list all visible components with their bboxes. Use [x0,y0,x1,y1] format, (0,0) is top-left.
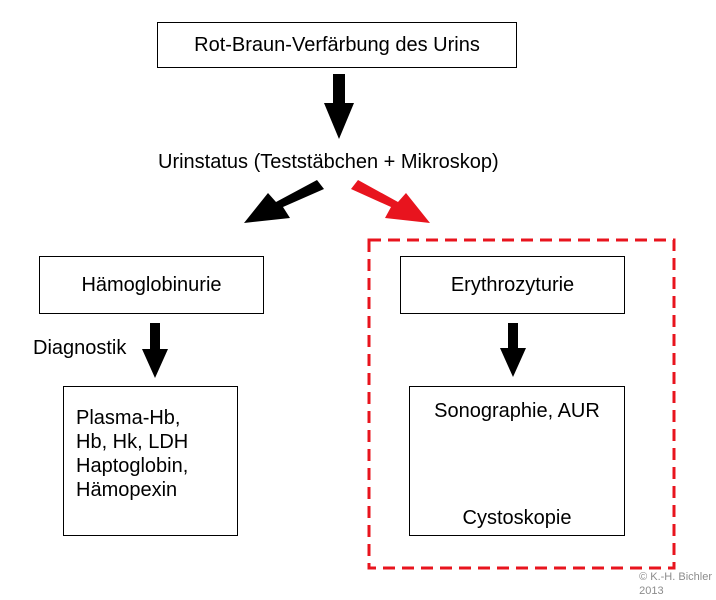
highlight-dashed-frame [367,238,676,570]
details-line-4: Hämopexin [76,479,178,501]
arrow-diagonal-right [351,180,430,223]
top-box: Rot-Braun-Verfärbung des Urins [157,22,517,68]
cystoskopie-label: Cystoskopie [462,507,572,529]
arrow-down-left [142,323,168,378]
erythrozyturie-label: Erythrozyturie [450,274,575,296]
copyright-note: © K.-H. Bichler 2013 [639,570,712,598]
urinstatus-label: Urinstatus (Teststäbchen + Mikroskop) [158,151,499,173]
sonographie-label: Sonographie, AUR [434,400,600,422]
haemoglobinurie-box: Hämoglobinurie [39,256,264,314]
copyright-line-2: 2013 [639,585,664,597]
details-box: Plasma-Hb, Hb, Hk, LDH Haptoglobin, Hämo… [63,386,238,536]
arrow-down-top [324,74,354,139]
copyright-line-1: © K.-H. Bichler [639,571,712,583]
erythrozyturie-box: Erythrozyturie [400,256,625,314]
haemoglobinurie-label: Hämoglobinurie [81,274,222,296]
top-box-label: Rot-Braun-Verfärbung des Urins [194,34,480,56]
arrow-diagonal-left [244,180,324,223]
arrow-down-right-1 [500,323,526,377]
diagnostik-label: Diagnostik [33,337,127,359]
workup-box: Sonographie, AUR Cystoskopie [409,386,625,536]
details-line-3: Haptoglobin, [76,455,189,477]
details-line-1: Plasma-Hb, [76,407,181,429]
details-line-2: Hb, Hk, LDH [76,431,189,453]
